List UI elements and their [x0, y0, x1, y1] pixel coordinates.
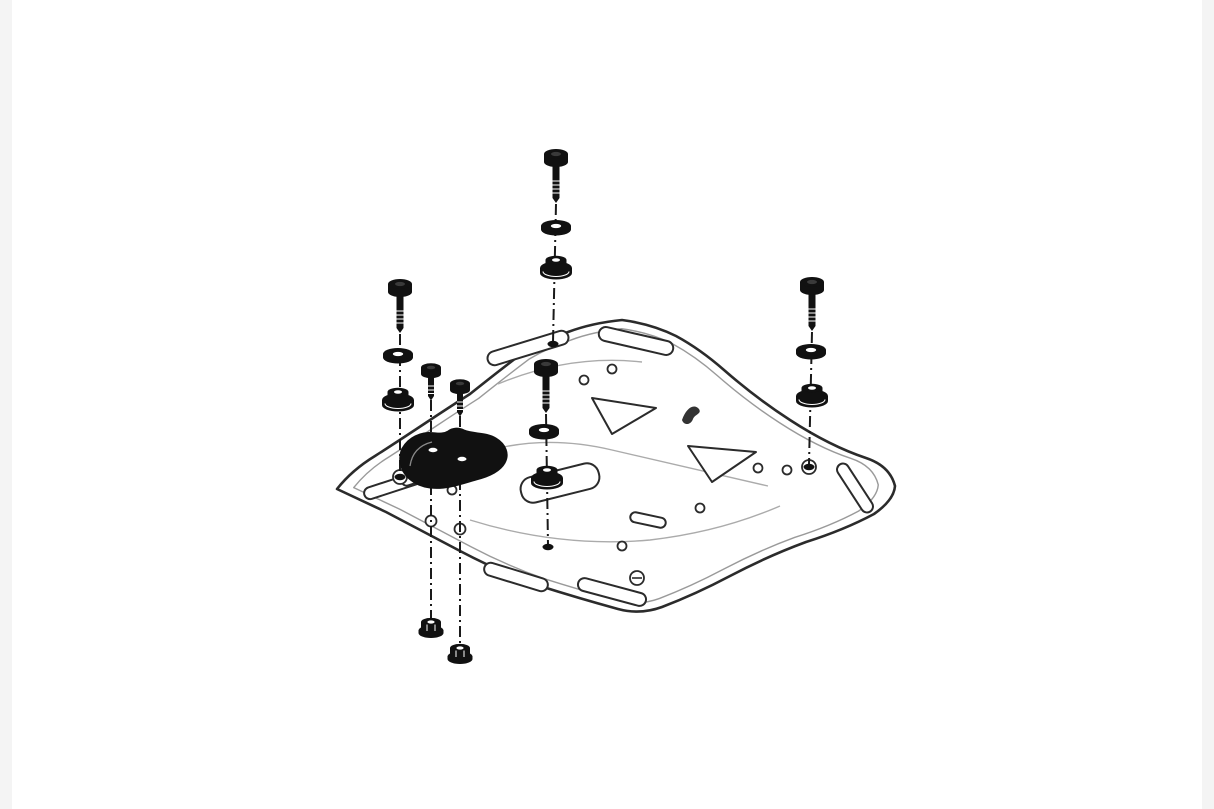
rack-cutout-triangle-right — [687, 445, 757, 483]
rack-cutout-slot-center-low — [629, 511, 667, 529]
adapter-bracket — [399, 427, 508, 489]
flanged-nut-b — [447, 643, 473, 665]
washer-top — [541, 220, 571, 236]
rack-inner-contour — [353, 328, 879, 604]
adapter-bracket-hole-a — [428, 447, 438, 453]
adapter-bracket-contour — [409, 441, 433, 467]
rack-cutout-slot-top-right — [597, 326, 675, 356]
rack-hole — [781, 464, 793, 476]
rack-cutout-slot-top-left — [486, 329, 570, 367]
right-edge-strip — [1202, 0, 1214, 809]
mount-seat-right — [803, 463, 815, 471]
washer-right — [796, 344, 826, 360]
rack-hole — [606, 363, 618, 375]
mount-seat-left — [394, 473, 406, 481]
adapter-bracket-hole-b — [457, 456, 467, 462]
rack-cutout-slot-bottom-mid — [576, 577, 648, 607]
rack-hole — [616, 540, 628, 552]
mount-seat-center — [542, 543, 554, 551]
flanged-nut-a — [418, 617, 444, 639]
surface-ridge-line — [469, 505, 781, 543]
washer-center — [529, 424, 559, 440]
rack-plate — [335, 318, 897, 613]
washer-left — [383, 348, 413, 364]
rack-cutout-slot-right-corner — [836, 462, 874, 514]
rack-hole — [752, 462, 764, 474]
rack-hole — [578, 374, 590, 386]
rack-cutout-triangle-upper — [591, 397, 657, 435]
surface-ridge-line — [497, 359, 643, 385]
hardware-parts — [381, 148, 829, 665]
left-edge-strip — [0, 0, 12, 809]
mount-seat-top — [547, 340, 559, 348]
rack-cutout-slot-bottom-left — [483, 561, 549, 593]
rack-hole — [694, 502, 706, 514]
manufacturer-logo-mark — [682, 406, 700, 425]
